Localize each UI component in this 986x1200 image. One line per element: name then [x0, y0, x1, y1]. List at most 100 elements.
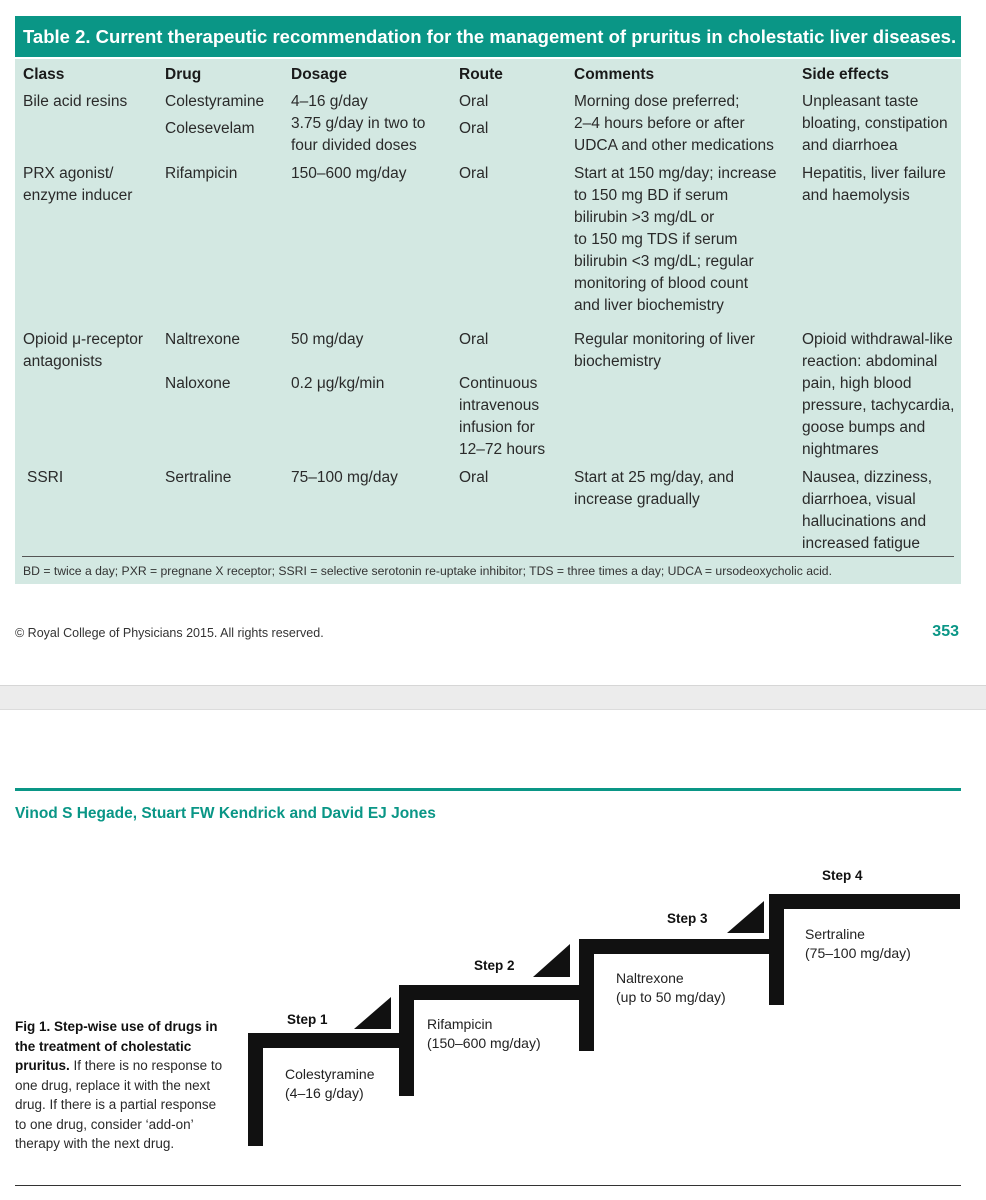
running-header-authors: Vinod S Hegade, Stuart FW Kendrick and D…: [15, 805, 436, 822]
cell-line: Continuous: [459, 375, 538, 392]
cell-line: hallucinations and: [802, 513, 927, 530]
cell-comments: Regular monitoring of liver biochemistry: [574, 329, 755, 373]
caption-title: Fig 1. Step-wise use of drugs in the tre…: [15, 1019, 218, 1073]
cell-line: increase gradually: [574, 491, 700, 508]
cell-dosage: 4–16 g/day 3.75 g/day in two to four div…: [291, 91, 425, 157]
cell-side-effects: Hepatitis, liver failure and haemolysis: [802, 163, 946, 207]
cell-line: biochemistry: [574, 353, 661, 370]
header-dosage: Dosage: [291, 66, 347, 83]
table-header-row: Class Drug Dosage Route Comments Side ef…: [15, 59, 961, 85]
cell-route: Oral: [459, 467, 488, 489]
step-1-drug: Colestyramine: [285, 1066, 375, 1082]
cell-line: 75–100 mg/day: [291, 469, 398, 486]
page-bottom-rule: [15, 1185, 961, 1186]
cell-line: four divided doses: [291, 137, 417, 154]
cell-line: bilirubin <3 mg/dL; regular: [574, 253, 754, 270]
cell-line: antagonists: [23, 353, 103, 370]
cell-line: Oral: [459, 165, 489, 182]
cell-line: 2–4 hours before or after: [574, 115, 745, 132]
cell-line: pain, high blood: [802, 375, 912, 392]
cell-line: 12–72 hours: [459, 441, 546, 458]
cell-line: Oral: [459, 469, 489, 486]
step-4-riser: [769, 894, 784, 1005]
cell-line: Hepatitis, liver failure: [802, 165, 946, 182]
cell-comments: Start at 150 mg/day; increase to 150 mg …: [574, 163, 776, 317]
cell-line: enzyme inducer: [23, 187, 133, 204]
cell-line: goose bumps and: [802, 419, 926, 436]
header-comments: Comments: [574, 66, 655, 83]
step-4-tread: [769, 894, 960, 909]
cell-line: Start at 150 mg/day; increase: [574, 165, 777, 182]
cell-line: Regular monitoring of liver: [574, 331, 755, 348]
cell-line: intravenous: [459, 397, 540, 414]
cell-dosage: 75–100 mg/day: [291, 467, 398, 489]
copyright-notice: © Royal College of Physicians 2015. All …: [15, 626, 324, 640]
cell-line: bloating, constipation: [802, 115, 948, 132]
step-2-tread: [399, 985, 594, 1000]
cell-dosage: 50 mg/day 0.2 μg/kg/min: [291, 329, 384, 395]
step-4-label: Step 4: [822, 868, 863, 883]
cell-line: 150–600 mg/day: [291, 165, 407, 182]
step-1-tread: [248, 1033, 414, 1048]
cell-line: Start at 25 mg/day, and: [574, 469, 734, 486]
step-1-label: Step 1: [287, 1012, 328, 1027]
cell-line: bilirubin >3 mg/dL or: [574, 209, 715, 226]
cell-side-effects: Nausea, dizziness, diarrhoea, visual hal…: [802, 467, 932, 555]
step-2-arrow-icon: [533, 944, 570, 977]
step-2-dose: (150–600 mg/day): [427, 1035, 541, 1051]
table-footnote: BD = twice a day; PXR = pregnane X recep…: [23, 564, 832, 578]
cell-line: 4–16 g/day: [291, 93, 368, 110]
cell-line: Opioid withdrawal-like: [802, 331, 953, 348]
figure-caption: Fig 1. Step-wise use of drugs in the tre…: [15, 1017, 230, 1154]
cell-drug: Naltrexone Naloxone: [165, 329, 240, 395]
table-row: SSRI Sertraline 75–100 mg/day Oral Start…: [15, 461, 961, 557]
caption-body: If there is no response to one drug, rep…: [15, 1058, 223, 1151]
cell-route: Oral Oral: [459, 91, 488, 140]
cell-line: nightmares: [802, 441, 879, 458]
cell-line: monitoring of blood count: [574, 275, 749, 292]
cell-drug: Sertraline: [165, 467, 231, 489]
cell-class: SSRI: [27, 467, 63, 489]
cell-line: and haemolysis: [802, 187, 910, 204]
step-3-drug: Naltrexone: [616, 970, 684, 986]
cell-line: Colesevelam: [165, 120, 255, 137]
cell-line: Rifampicin: [165, 165, 238, 182]
header-class: Class: [23, 66, 65, 83]
cell-line: Oral: [459, 93, 489, 110]
cell-route: Oral Continuous intravenous infusion for…: [459, 329, 545, 461]
step-3-riser: [579, 939, 594, 1051]
table-row: Opioid μ-receptor antagonists Naltrexone…: [15, 323, 961, 461]
cell-line: infusion for: [459, 419, 535, 436]
cell-line: Bile acid resins: [23, 93, 128, 110]
cell-line: diarrhoea, visual: [802, 491, 916, 508]
cell-line: Naltrexone: [165, 331, 240, 348]
cell-line: Nausea, dizziness,: [802, 469, 933, 486]
cell-line: 50 mg/day: [291, 331, 364, 348]
page-separator: [0, 685, 986, 710]
step-3-label: Step 3: [667, 911, 708, 926]
cell-line: and diarrhoea: [802, 137, 898, 154]
step-2-drug: Rifampicin: [427, 1016, 493, 1032]
cell-class: Bile acid resins: [23, 91, 127, 113]
cell-comments: Start at 25 mg/day, and increase gradual…: [574, 467, 734, 511]
cell-line: SSRI: [27, 469, 64, 486]
cell-line: PRX agonist/: [23, 165, 114, 182]
cell-line: Oral: [459, 331, 489, 348]
step-3-dose: (up to 50 mg/day): [616, 989, 726, 1005]
page-number: 353: [932, 623, 959, 640]
header-rule: [15, 788, 961, 791]
cell-line: to 150 mg BD if serum: [574, 187, 729, 204]
step-3-tread: [579, 939, 784, 954]
cell-line: Opioid μ-receptor: [23, 331, 144, 348]
table-row: Bile acid resins Colestyramine Colesevel…: [15, 85, 961, 157]
cell-side-effects: Unpleasant taste bloating, constipation …: [802, 91, 948, 157]
cell-line: 3.75 g/day in two to: [291, 115, 426, 132]
table-title-rule: [15, 57, 961, 59]
step-1-arrow-icon: [354, 997, 391, 1029]
cell-route: Oral: [459, 163, 488, 185]
cell-drug: Rifampicin: [165, 163, 237, 185]
step-4-drug: Sertraline: [805, 926, 865, 942]
cell-line: reaction: abdominal: [802, 353, 938, 370]
cell-line: Oral: [459, 120, 489, 137]
cell-line: Unpleasant taste: [802, 93, 919, 110]
